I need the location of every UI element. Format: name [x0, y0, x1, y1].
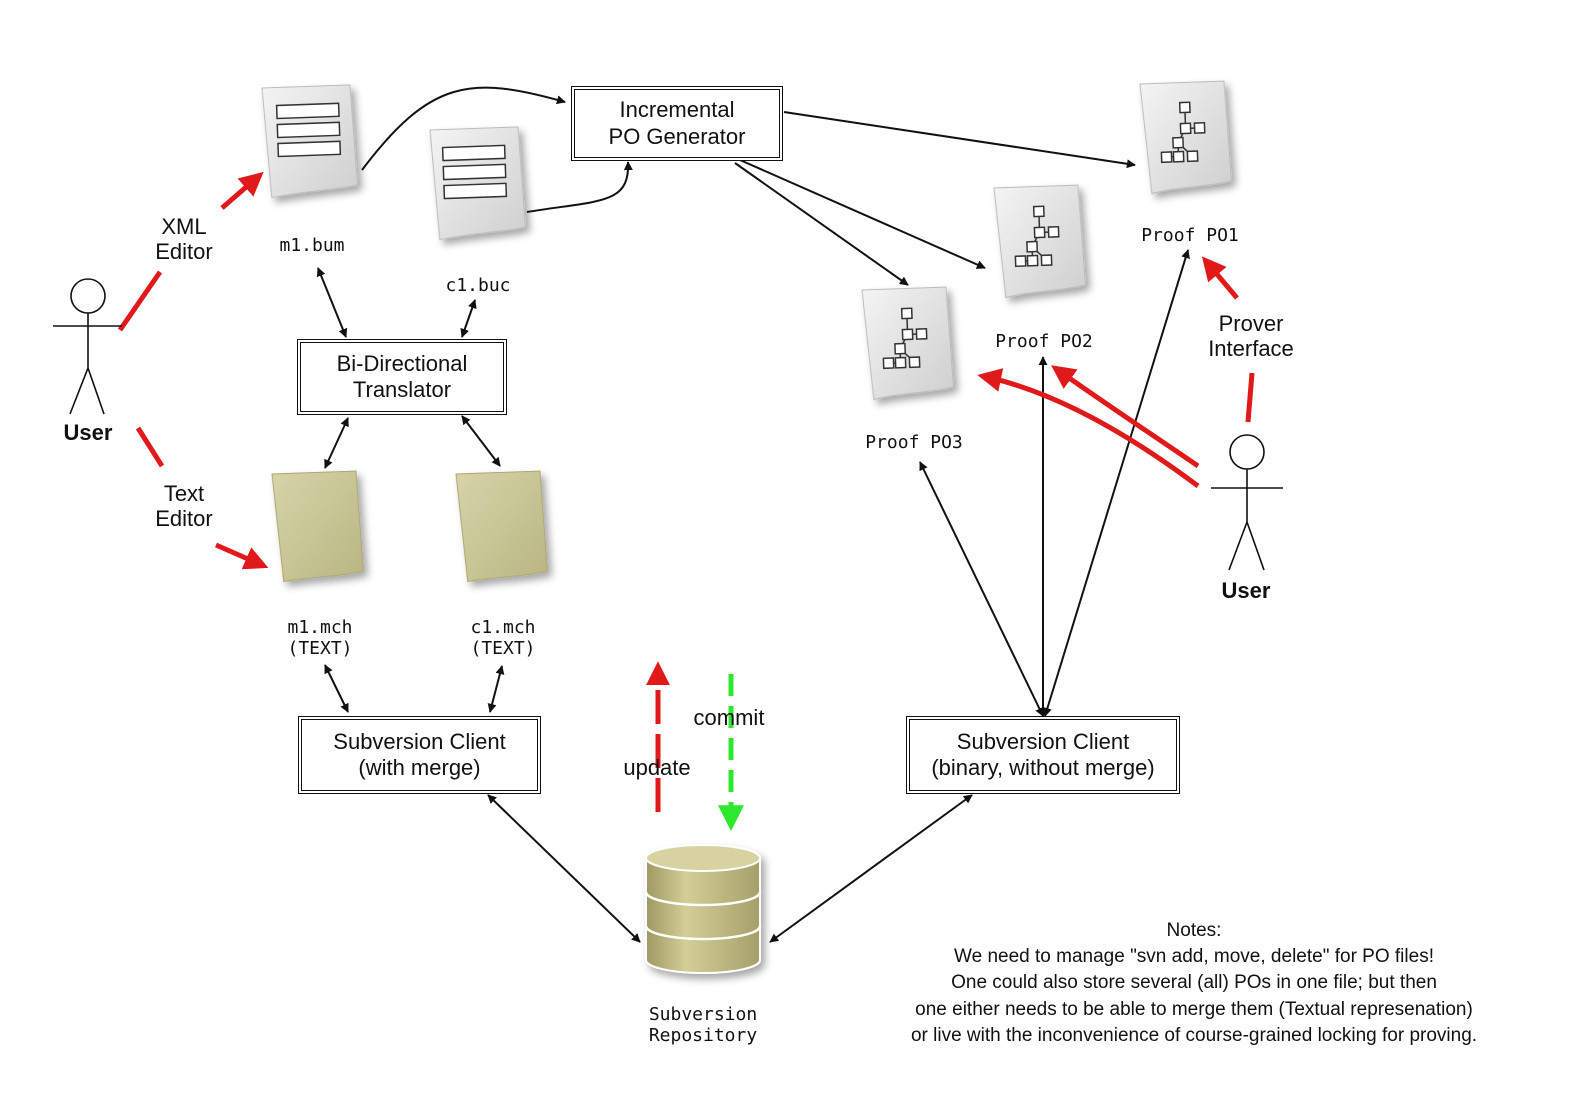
prover-interface-arrow — [1201, 256, 1239, 300]
xml-editor-arrow — [220, 171, 264, 210]
translator-label: Bi-Directional Translator — [336, 350, 468, 402]
c1buc-translator-arrow — [460, 299, 477, 338]
xml-editor-label: XML Editor — [155, 214, 213, 265]
proof-po1-label: Proof PO1 — [1141, 225, 1239, 246]
prover-interface-label: Prover Interface — [1208, 311, 1294, 362]
proof-po3-label: Proof PO3 — [865, 432, 963, 453]
incremental-po-generator-box[interactable]: Incremental PO Generator — [571, 86, 783, 161]
doc2-to-generator-arrow — [526, 161, 633, 213]
xml-doc-m1bum-icon — [261, 84, 358, 199]
xml-editor-line — [117, 270, 163, 332]
m1-bum-label: m1.bum — [279, 235, 345, 256]
prover-interface-line — [1245, 372, 1255, 423]
m1-mch-label: m1.mch (TEXT) — [287, 617, 353, 659]
svn-merge-label: Subversion Client (with merge) — [333, 728, 506, 780]
red-arrows — [117, 171, 1255, 812]
c1mch-svn-arrow — [487, 665, 505, 713]
user-to-po3-arrow — [977, 368, 1200, 489]
text-doc-m1mch-icon — [271, 470, 364, 583]
generator-to-po3-arrow — [734, 162, 909, 286]
subversion-repository-label: Subversion Repository — [648, 1004, 758, 1046]
po1-svn-arrow — [1043, 249, 1190, 717]
proof-po2-label: Proof PO2 — [995, 331, 1093, 352]
m1mch-svn-arrow — [324, 664, 349, 713]
po-generator-label: Incremental PO Generator — [608, 97, 746, 149]
text-editor-label: Text Editor — [155, 481, 213, 532]
translator-m1mch-arrow — [324, 417, 349, 469]
user-right-label: User — [1221, 578, 1271, 603]
c1-buc-label: c1.buc — [445, 275, 511, 296]
subversion-client-merge-box[interactable]: Subversion Client (with merge) — [298, 716, 541, 794]
generator-to-po1-arrow — [783, 111, 1136, 169]
svn-binary-repo-arrow — [769, 794, 973, 943]
m1bum-translator-arrow — [316, 267, 348, 338]
user-right-icon — [1211, 434, 1283, 571]
c1-mch-label: c1.mch (TEXT) — [470, 617, 536, 659]
update-label: update — [623, 755, 691, 780]
m1bum-to-generator-arrow — [361, 86, 566, 171]
text-editor-arrow — [214, 542, 269, 570]
black-connectors — [316, 86, 1190, 943]
user-to-po2-arrow — [1051, 365, 1200, 469]
xml-doc-c1buc-icon — [429, 126, 526, 241]
text-editor-line — [135, 426, 165, 468]
subversion-client-binary-box[interactable]: Subversion Client (binary, without merge… — [906, 716, 1180, 794]
proof-po1-icon — [1139, 80, 1232, 195]
user-left-icon — [53, 278, 122, 415]
proof-po2-icon — [993, 184, 1086, 299]
svn-merge-repo-arrow — [487, 794, 641, 943]
text-doc-c1mch-icon — [455, 470, 548, 583]
user-left-label: User — [63, 420, 113, 445]
svn-binary-label: Subversion Client (binary, without merge… — [931, 728, 1155, 780]
po3-svn-arrow — [919, 461, 1044, 717]
notes-text: Notes: We need to manage "svn add, move,… — [910, 920, 1478, 1046]
commit-label: commit — [693, 705, 765, 730]
subversion-repository-icon — [644, 844, 762, 974]
generator-to-po2-arrow — [739, 159, 986, 269]
proof-po3-icon — [861, 286, 954, 401]
bi-directional-translator-box[interactable]: Bi-Directional Translator — [297, 339, 507, 415]
translator-c1mch-arrow — [461, 415, 501, 467]
